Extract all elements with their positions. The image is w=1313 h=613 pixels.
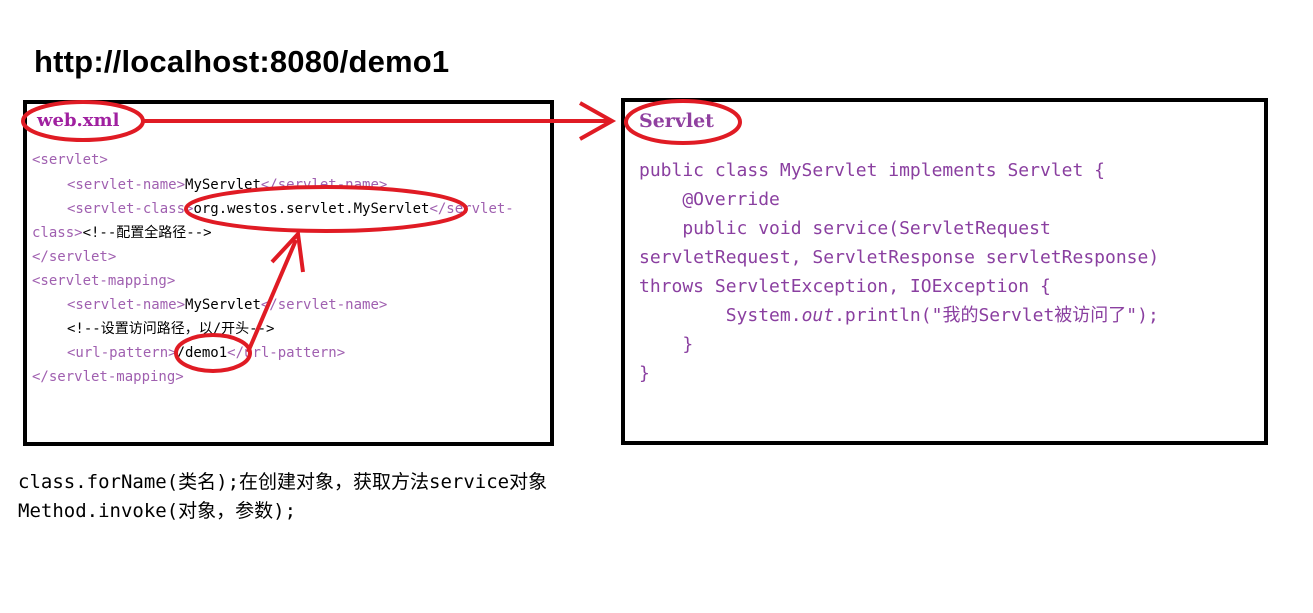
servlet-name-open-tag: <servlet-name>: [67, 177, 186, 193]
mapping-name-open-tag: <servlet-name>: [67, 297, 186, 313]
servlet-title: Servlet: [639, 110, 714, 132]
code-line-close-method: }: [639, 334, 694, 355]
servlet-class-close-tag-part1: </servlet-: [429, 201, 514, 217]
access-path-comment: <!--设置访问路径，以/开头-->: [67, 321, 275, 337]
request-url: http://localhost:8080/demo1: [34, 44, 450, 79]
servlet-mapping-close-tag: </servlet-mapping>: [32, 369, 184, 385]
servlet-open-tag: <servlet>: [32, 152, 108, 168]
code-line-throws: throws ServletException, IOException {: [639, 276, 1051, 297]
url-pattern-line: <url-pattern>/demo1</url-pattern>: [67, 345, 345, 361]
code-line-override: @Override: [639, 189, 780, 210]
code-line-service-sig: public void service(ServletRequest: [639, 218, 1051, 239]
url-pattern-value: /demo1: [176, 345, 228, 361]
note-class-forname: class.forName(类名);在创建对象，获取方法service对象: [18, 471, 548, 493]
url-pattern-open-tag: <url-pattern>: [67, 345, 177, 361]
servlet-class-value: org.westos.servlet.MyServlet: [193, 201, 430, 217]
servlet-class-open-tag: <servlet-class>: [67, 201, 194, 217]
servlet-name-line: <servlet-name>MyServlet</servlet-name>: [67, 177, 387, 193]
note-method-invoke: Method.invoke(对象，参数);: [18, 500, 297, 522]
mapping-name-close-tag: </servlet-name>: [260, 297, 388, 313]
servlet-class-line-wrap: class><!--配置全路径-->: [32, 225, 212, 241]
servlet-code-panel: [621, 98, 1268, 445]
code-line-class-decl: public class MyServlet implements Servle…: [639, 160, 1105, 181]
servlet-class-line: <servlet-class>org.westos.servlet.MyServ…: [67, 201, 514, 217]
servlet-mapping-open-tag: <servlet-mapping>: [32, 273, 176, 289]
servlet-close-tag: </servlet>: [32, 249, 117, 265]
mapping-name-line: <servlet-name>MyServlet</servlet-name>: [67, 297, 387, 313]
println-suffix: .println("我的Servlet被访问了");: [834, 305, 1159, 326]
println-out: out: [801, 305, 835, 326]
println-prefix: System.: [639, 305, 802, 326]
servlet-name-value: MyServlet: [185, 177, 261, 193]
web-xml-title: web.xml: [37, 110, 120, 131]
mapping-name-value: MyServlet: [185, 297, 261, 313]
xml-to-servlet-arrowhead: [579, 101, 617, 141]
code-line-println: System.out.println("我的Servlet被访问了");: [639, 306, 1159, 326]
servlet-class-close-tag-part2: class>: [32, 225, 83, 241]
code-line-service-params: servletRequest, ServletResponse servletR…: [639, 247, 1160, 268]
url-pattern-close-tag: </url-pattern>: [227, 345, 346, 361]
servlet-name-close-tag: </servlet-name>: [260, 177, 388, 193]
code-line-close-class: }: [639, 363, 650, 384]
class-path-comment: <!--配置全路径-->: [82, 225, 212, 241]
